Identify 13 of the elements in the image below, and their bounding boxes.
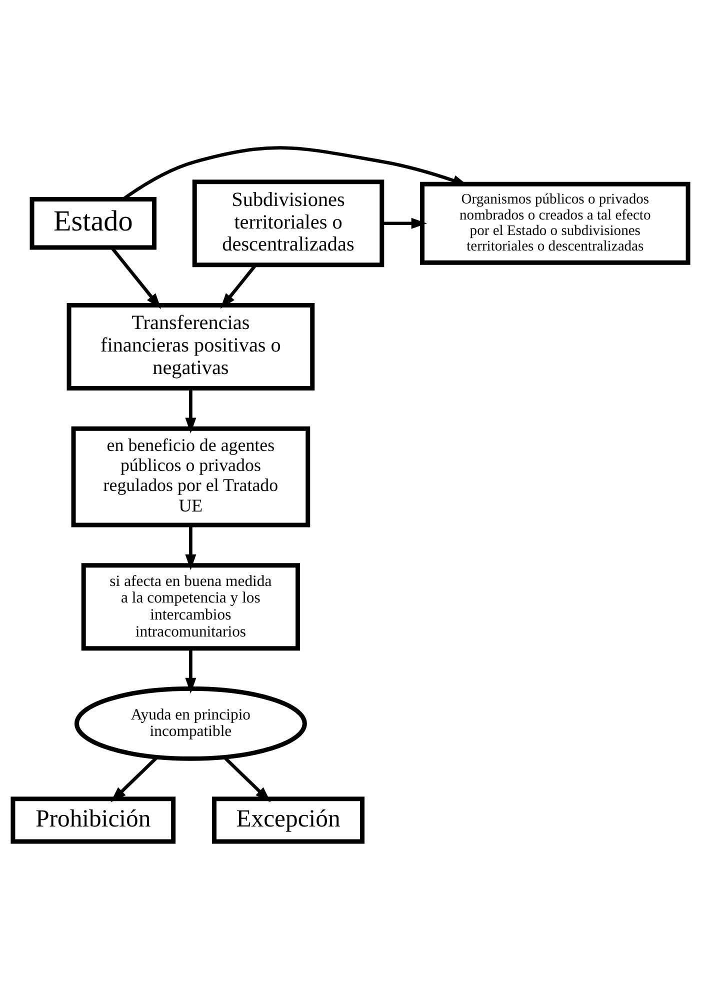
node-box: si afecta en buena medida a la competencia y los intercambios intracomunitarios (81, 562, 300, 650)
node-box: Organismos públicos o privados nombrados o creados a tal efecto por el Estado o subdivisiones territoriales o descentralizadas (420, 181, 690, 264)
node-ellipse: Ayuda en principio incompatible (74, 686, 307, 760)
node-box: Estado (30, 196, 156, 250)
arrow (185, 648, 196, 694)
node-box: Excepción (212, 796, 365, 844)
node-box: en beneficio de agentes públicos o privados regulados por el Tratado UE (71, 426, 310, 527)
node-box: Subdivisiones territoriales o descentralizadas (192, 179, 384, 267)
arrow (382, 217, 428, 228)
arrow (185, 388, 196, 433)
arrow (185, 524, 196, 570)
node-box: Transferencias financieras positivas o negativas (66, 302, 315, 390)
node-box: Prohibición (10, 796, 176, 844)
